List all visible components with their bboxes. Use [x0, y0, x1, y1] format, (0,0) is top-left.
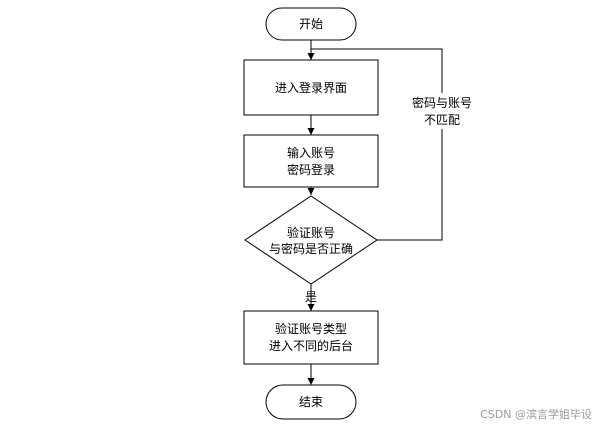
input-credentials-process [243, 134, 379, 188]
verify-label-line1: 验证账号 [287, 225, 335, 240]
edge-mismatch-loop [311, 48, 443, 241]
mismatch-label-bg [405, 93, 479, 129]
watermark-text: CSDN @滨言学姐毕设 [480, 407, 592, 421]
start-node [265, 7, 357, 41]
verify-label-line2: 与密码是否正确 [269, 241, 353, 256]
verify-decision [244, 195, 378, 285]
mismatch-label-line1: 密码与账号 [412, 95, 472, 110]
enter-login-label: 进入登录界面 [275, 80, 347, 95]
route-backend-process [243, 310, 379, 365]
start-label: 开始 [299, 17, 323, 31]
end-label: 结束 [299, 395, 323, 409]
route-label-line2: 进入不同的后台 [269, 338, 353, 353]
input-label-line2: 密码登录 [287, 162, 335, 177]
route-label-line1: 验证账号类型 [275, 321, 347, 336]
input-label-line1: 输入账号 [287, 145, 335, 160]
mismatch-label-line2: 不匹配 [424, 113, 460, 127]
enter-login-process [243, 59, 379, 116]
yes-edge-label: 是 [305, 290, 317, 304]
end-node [265, 384, 357, 420]
